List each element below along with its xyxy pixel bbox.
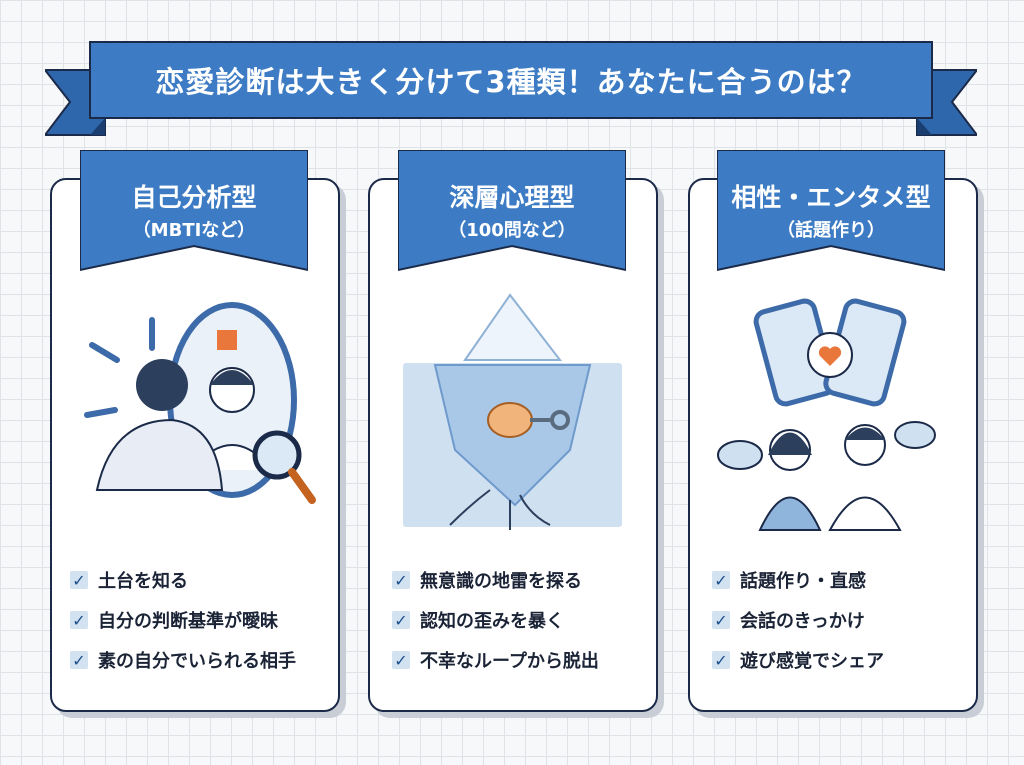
ribbon-shape [80, 150, 308, 272]
page-title: 恋愛診断は大きく分けて3種類！あなたに合うのは？ [155, 65, 867, 99]
list-item: ✓ 遊び感覚でシェア [712, 640, 982, 680]
checkmark-icon: ✓ [712, 611, 730, 630]
list-item: ✓ 認知の歪みを暴く [392, 600, 662, 640]
item-text: 認知の歪みを暴く [420, 611, 564, 632]
list-item: ✓ 会話のきっかけ [712, 600, 982, 640]
checkmark-icon: ✓ [392, 611, 410, 630]
checkmark-icon: ✓ [392, 651, 410, 670]
ribbon-shape [717, 150, 945, 272]
checkmark-icon: ✓ [712, 571, 730, 590]
item-text: 会話のきっかけ [740, 611, 865, 632]
card-ribbon: 自己分析型 （MBTIなど） [80, 150, 308, 272]
card-subheading: （100問など） [448, 220, 576, 241]
item-text: 不幸なループから脱出 [420, 651, 599, 672]
checkmark-icon: ✓ [712, 651, 730, 670]
card-heading: 深層心理型 [449, 183, 575, 212]
card-ribbon: 相性・エンタメ型 （話題作り） [717, 150, 945, 272]
checkmark-icon: ✓ [70, 571, 88, 590]
ribbon-shape [45, 41, 977, 136]
feature-list: ✓ 土台を知る ✓ 自分の判断基準が曖昧 ✓ 素の自分でいられる相手 [70, 560, 340, 680]
item-text: 遊び感覚でシェア [740, 651, 884, 672]
item-text: 話題作り・直感 [740, 571, 866, 592]
card-subheading: （話題作り） [777, 220, 885, 241]
mirror-self-analysis-icon [84, 302, 316, 504]
title-banner: 恋愛診断は大きく分けて3種類！あなたに合うのは？ [45, 40, 977, 140]
list-item: ✓ 自分の判断基準が曖昧 [70, 600, 340, 640]
item-text: 土台を知る [98, 571, 188, 592]
list-item: ✓ 不幸なループから脱出 [392, 640, 662, 680]
list-item: ✓ 土台を知る [70, 560, 340, 600]
checkmark-icon: ✓ [70, 611, 88, 630]
list-item: ✓ 素の自分でいられる相手 [70, 640, 340, 680]
couple-chat-phones-icon [717, 298, 936, 531]
item-text: 無意識の地雷を探る [420, 571, 582, 592]
list-item: ✓ 無意識の地雷を探る [392, 560, 662, 600]
card-heading: 自己分析型 [131, 183, 257, 212]
checkmark-icon: ✓ [392, 571, 410, 590]
checkmark-icon: ✓ [70, 651, 88, 670]
item-text: 自分の判断基準が曖昧 [98, 611, 278, 632]
feature-list: ✓ 無意識の地雷を探る ✓ 認知の歪みを暴く ✓ 不幸なループから脱出 [392, 560, 662, 680]
feature-list: ✓ 話題作り・直感 ✓ 会話のきっかけ ✓ 遊び感覚でシェア [712, 560, 982, 680]
iceberg-brain-key-icon [397, 293, 628, 533]
card-heading: 相性・エンタメ型 [731, 183, 931, 212]
ribbon-shape [398, 150, 626, 272]
list-item: ✓ 話題作り・直感 [712, 560, 982, 600]
item-text: 素の自分でいられる相手 [98, 651, 296, 672]
card-ribbon: 深層心理型 （100問など） [398, 150, 626, 272]
card-subheading: （MBTIなど） [132, 220, 256, 241]
